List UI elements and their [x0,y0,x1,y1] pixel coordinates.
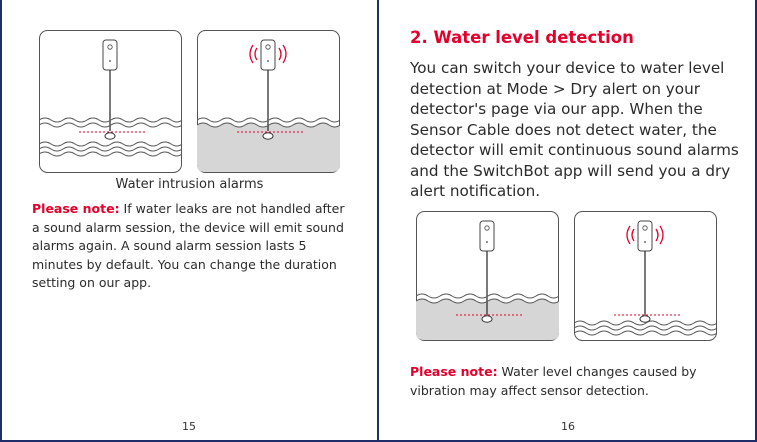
diagram-water-alarm [197,30,340,173]
device-icon [102,39,118,71]
page-left: Water intrusion alarms Please note: If w… [2,0,377,440]
device-icon [479,220,495,252]
probe-icon [104,132,116,140]
device-icon [260,39,276,71]
page-number: 16 [561,420,575,433]
note-paragraph: Please note: Water level changes caused … [410,363,740,400]
probe-icon [262,132,274,140]
water-waves-icon [574,320,717,336]
note-paragraph: Please note: If water leaks are not hand… [32,200,352,293]
diagram-no-water [39,30,182,173]
section-title: 2. Water level detection [410,28,634,47]
probe-icon [481,315,493,323]
probe-icon [639,315,651,323]
note-label: Please note: [32,201,120,216]
diagram-dry-alarm [574,211,717,341]
water-waves-icon [39,117,182,157]
note-text: If water leaks are not handled after a s… [32,201,345,290]
device-icon [637,220,653,252]
note-label: Please note: [410,364,498,379]
water-waves-icon [416,293,559,304]
body-paragraph: You can switch your device to water leve… [410,59,739,200]
page-spine [377,0,379,442]
note-text: Water level changes caused by vibration … [410,364,697,398]
page-right: 2. Water level detection You can switch … [379,0,755,440]
sound-waves-icon [626,225,664,245]
figure-caption: Water intrusion alarms [115,177,264,192]
frame-left [0,0,2,442]
frame-right [755,0,757,442]
water-waves-icon [197,117,340,128]
page-number: 15 [182,420,196,433]
sound-waves-icon [249,44,287,64]
diagram-water-present [416,211,559,341]
